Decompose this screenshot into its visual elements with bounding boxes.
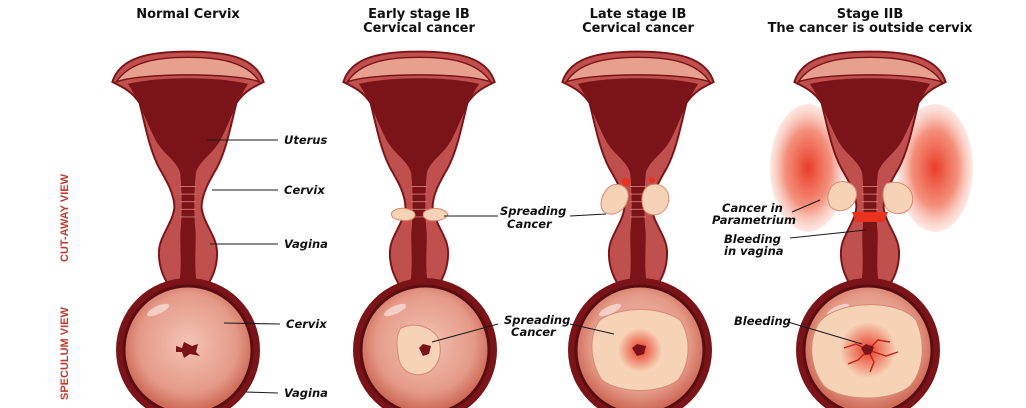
header-late-line2: Cervical cancer [582,21,694,36]
label-spec-vagina: Vagina [246,386,328,400]
label-spreading-line2: Cancer [507,217,553,231]
header-stage-iib: Stage IIB The cancer is outside cervix [768,7,973,36]
label-vagina: Vagina [210,237,328,251]
header-late-line1: Late stage IB [590,7,687,22]
speculum-normal [116,278,260,408]
header-early-ib: Early stage IB Cervical cancer [363,7,475,36]
label-spec-bleeding-text: Bleeding [734,314,791,328]
label-spec-spreading-line2: Cancer [511,325,557,339]
header-early-line2: Cervical cancer [363,21,475,36]
side-label-cutaway: CUT-AWAY VIEW [59,173,71,262]
label-spec-vagina-text: Vagina [284,386,328,400]
header-iib-line1: Stage IIB [837,7,904,22]
label-cervix-text: Cervix [284,183,325,197]
speculum-late-ib [568,278,712,408]
label-vagina-text: Vagina [284,237,328,251]
label-parametrium-line2: Parametrium [712,213,796,227]
label-cervix: Cervix [212,183,325,197]
header-early-line1: Early stage IB [368,7,470,22]
header-normal-title: Normal Cervix [136,7,240,22]
speculum-stage-iib [796,278,940,408]
label-spreading-cancer-cutaway: Spreading Cancer [444,204,606,231]
header-normal: Normal Cervix [136,7,240,22]
label-uterus-text: Uterus [284,133,327,147]
speculum-early-ib [353,278,497,408]
header-late-ib: Late stage IB Cervical cancer [582,7,694,36]
label-bleeding-vagina-line2: in vagina [724,244,784,258]
label-spreading-line1: Spreading [500,204,566,218]
label-spec-cervix-text: Cervix [286,317,327,331]
header-iib-line2: The cancer is outside cervix [768,21,973,36]
side-label-speculum: SPECULUM VIEW [59,306,71,400]
